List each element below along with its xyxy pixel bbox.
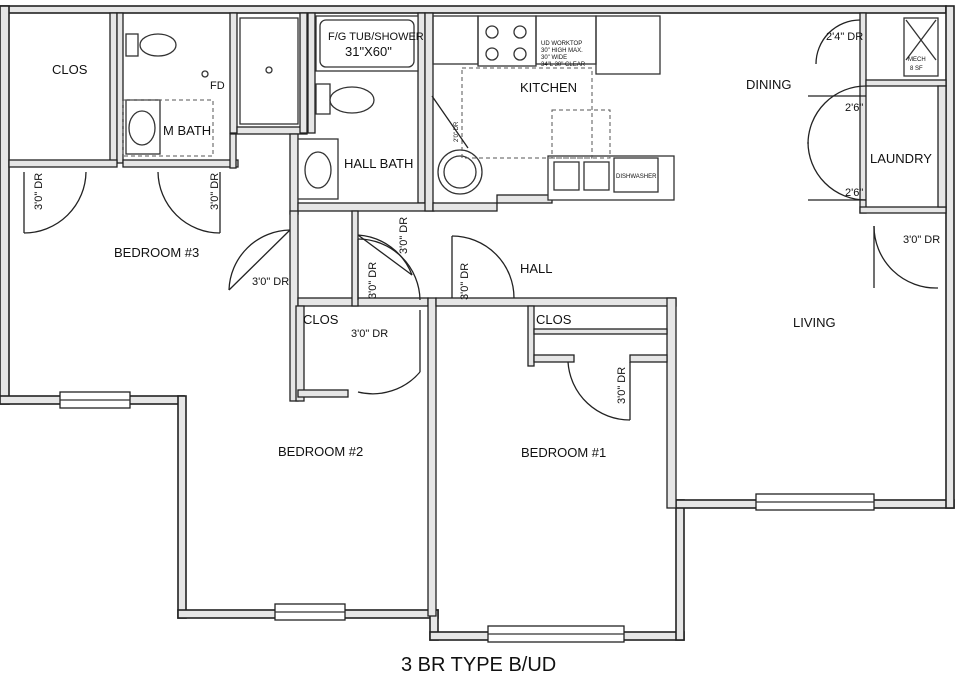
kitchen-note: 30" WIDE [541,55,567,61]
door-label: 2'4" DR [826,31,863,43]
door-label: 3'0" DR [903,234,940,246]
room-label-mech-sub: 8 SF [910,66,923,72]
room-label-bedroom-1: BEDROOM #1 [521,445,606,460]
dishwasher-label: DISHWASHER [616,174,657,180]
door-label: 3'0" DR [252,276,289,288]
room-label-hall-bath: HALL BATH [344,156,413,171]
door-label: 3'0" DR [616,367,628,404]
room-label-fd: FD [210,80,225,92]
room-label-clos-mid: CLOS [303,312,339,327]
room-label-m-bath: M BATH [163,123,211,138]
door-label: 3'0" DR [459,263,471,300]
door-label: 3'0" DR [209,173,221,210]
kitchen-note: 30" HIGH MAX. [541,48,583,54]
fixtures [122,15,939,201]
windows [59,391,875,643]
room-label-clos-br1: CLOS [536,312,572,327]
door-label: 3'0" DR [367,262,379,299]
door-label: 3'0" DR [398,217,410,254]
room-labels: CLOS M BATH FD F/G TUB/SHOWER 31"X60" HA… [52,31,932,460]
room-label-living: LIVING [793,315,836,330]
door-label: 2'6" [845,102,863,114]
door-labels: 3'0" DR 3'0" DR 3'0" DR 3'0" DR 3'0" DR … [33,31,940,404]
room-label-tub-size: 31"X60" [345,44,392,59]
door-label: 3'0" DR [33,173,45,210]
room-label-bedroom-2: BEDROOM #2 [278,444,363,459]
door-label: 2'0" DR [454,121,460,142]
room-label-dining: DINING [746,77,792,92]
door-label: 3'0" DR [351,328,388,340]
room-label-kitchen: KITCHEN [520,80,577,95]
plan-title: 3 BR TYPE B/UD [401,654,556,676]
kitchen-note: UD WORKTOP [541,41,582,47]
room-label-mech: MECH [908,57,926,63]
room-label-hall: HALL [520,261,553,276]
interior-walls [8,12,947,617]
room-label-bedroom-3: BEDROOM #3 [114,245,199,260]
doors [23,19,939,421]
room-label-laundry: LAUNDRY [870,151,932,166]
kitchen-notes: UD WORKTOP 30" HIGH MAX. 30" WIDE 34"L 3… [541,41,657,180]
kitchen-note: 34"L 30" CLEAR [541,62,586,68]
door-label: 2'6" [845,187,863,199]
room-label-tub: F/G TUB/SHOWER [328,31,424,43]
room-label-clos: CLOS [52,62,88,77]
